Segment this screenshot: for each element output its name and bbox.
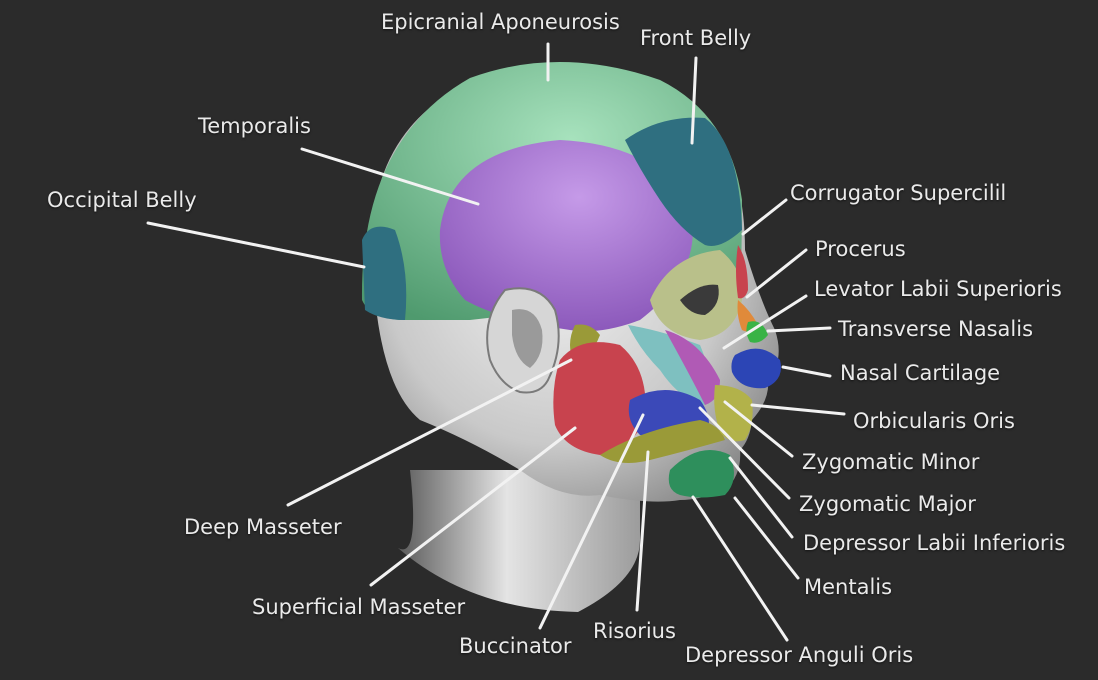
label-levator: Levator Labii Superioris	[814, 277, 1062, 301]
label-orbicularis: Orbicularis Oris	[853, 409, 1015, 433]
label-risorius: Risorius	[593, 619, 676, 643]
label-dep-anguli: Depressor Anguli Oris	[685, 643, 914, 667]
front-belly-region	[625, 117, 742, 246]
temporalis-region	[439, 140, 693, 332]
line-procerus	[745, 248, 808, 299]
line-temporalis	[300, 147, 480, 206]
label-dep-labii: Depressor Labii Inferioris	[803, 531, 1066, 555]
label-occipital: Occipital Belly	[47, 188, 197, 212]
line-occipital	[146, 221, 366, 269]
label-buccinator: Buccinator	[459, 634, 572, 658]
line-transverse	[766, 326, 832, 333]
label-temporalis: Temporalis	[198, 114, 311, 138]
label-sup-masseter: Superficial Masseter	[252, 595, 466, 619]
label-epicranial: Epicranial Aponeurosis	[381, 10, 620, 34]
line-buccinator	[538, 413, 645, 630]
label-front-belly: Front Belly	[640, 26, 752, 50]
line-sup-masseter	[369, 426, 577, 587]
label-deep-masseter: Deep Masseter	[184, 515, 342, 539]
nasal-cartilage-region	[731, 348, 781, 389]
label-nasal: Nasal Cartilage	[840, 361, 1001, 385]
line-dep-anguli	[691, 495, 789, 642]
label-zyg-major: Zygomatic Major	[799, 492, 976, 516]
line-deep-masseter	[286, 358, 573, 507]
occipital-region	[362, 226, 407, 320]
line-orbicularis	[750, 403, 846, 416]
line-front-belly	[690, 56, 698, 145]
risorius-region	[600, 420, 725, 464]
levator-purple	[665, 330, 720, 405]
line-nasal	[781, 365, 832, 378]
line-levator	[722, 294, 808, 350]
line-zyg-major	[698, 406, 791, 500]
depressor-region	[668, 450, 734, 498]
label-corrugator: Corrugator Supercilil	[790, 181, 1007, 205]
neck	[398, 470, 640, 612]
line-risorius	[635, 450, 650, 612]
label-transverse: Transverse Nasalis	[838, 317, 1034, 341]
ear-inner	[512, 309, 543, 368]
line-corrugator	[741, 198, 788, 236]
line-mentalis	[733, 496, 800, 580]
masseter-region	[553, 342, 646, 455]
leader-lines	[146, 42, 846, 642]
procerus-region	[736, 245, 748, 299]
label-mentalis: Mentalis	[804, 575, 893, 599]
eye	[680, 284, 719, 315]
label-zyg-minor: Zygomatic Minor	[802, 450, 980, 474]
line-zyg-minor	[723, 400, 794, 458]
label-procerus: Procerus	[815, 237, 906, 261]
orbicularis-region	[714, 385, 753, 442]
line-dep-labii	[728, 456, 794, 539]
transverse-nasalis-region	[746, 321, 768, 343]
